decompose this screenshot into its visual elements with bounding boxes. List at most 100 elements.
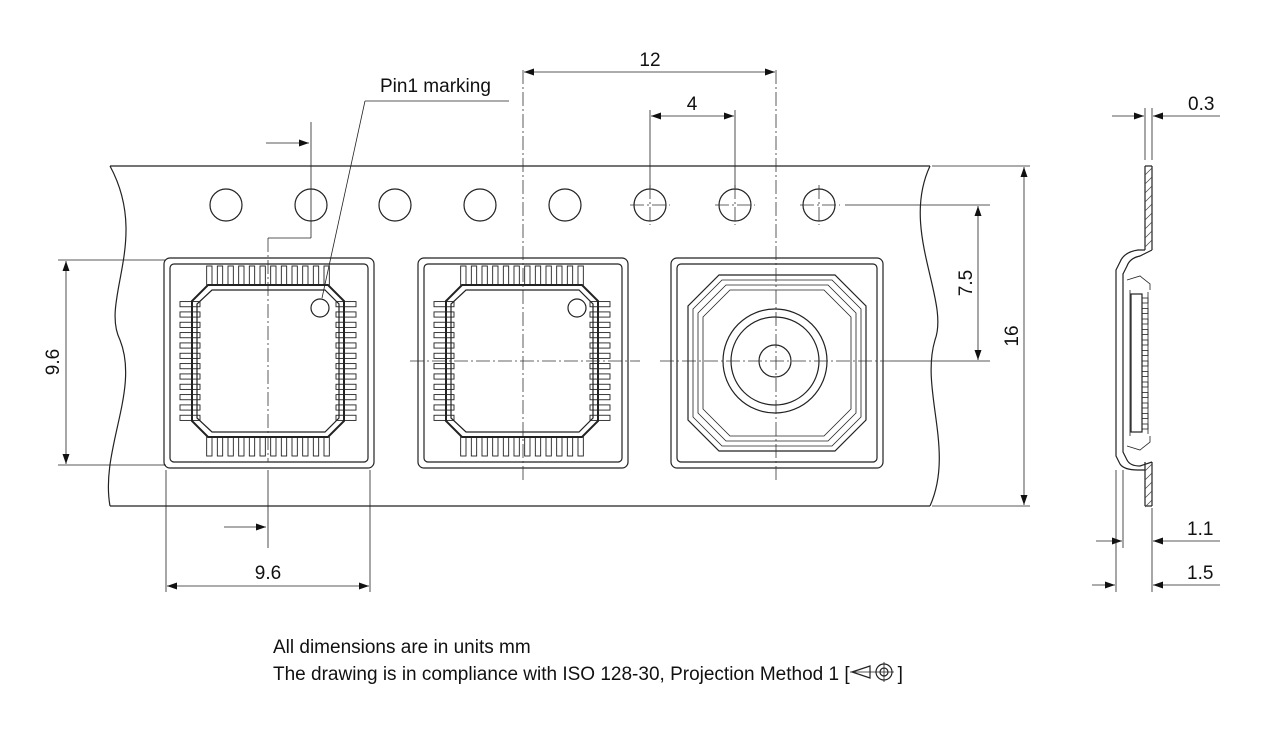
ic-lead: [248, 265, 256, 286]
ic-lead: [270, 265, 277, 286]
ic-lead: [589, 394, 611, 401]
first-angle-projection-icon: [849, 662, 894, 682]
ic-lead: [589, 383, 611, 390]
ic-lead: [179, 301, 201, 308]
ic-lead: [179, 352, 201, 359]
ic-lead: [534, 436, 542, 457]
ic-lead: [335, 404, 357, 411]
hatch-line: [1144, 472, 1153, 481]
ic-lead: [556, 265, 563, 286]
ic-lead: [216, 265, 224, 286]
ic-lead: [335, 373, 357, 380]
side-lead: [1141, 329, 1149, 335]
note-iso-end: ]: [897, 664, 903, 685]
ic-lead: [566, 436, 574, 457]
pin1-marking-dot: [310, 298, 330, 318]
hatch-line: [1144, 194, 1153, 203]
side-lead: [1141, 318, 1149, 325]
center-lines: [267, 70, 890, 480]
ic-lead: [179, 321, 201, 328]
hatch-line: [1144, 176, 1153, 185]
pocket-1: [163, 257, 375, 469]
ic-lead: [179, 363, 201, 370]
ic-lead: [335, 332, 357, 339]
ic-lead: [481, 436, 488, 457]
ic-lead: [216, 436, 224, 457]
ic-lead: [335, 342, 357, 349]
ic-lead: [502, 436, 510, 457]
dim-pocket-height-label: 9.6: [43, 349, 64, 375]
ic-lead: [291, 436, 298, 457]
ic-lead: [179, 404, 201, 411]
hatch-line: [1144, 203, 1153, 212]
dim-pocket-width: 9.6: [165, 470, 371, 592]
ic-lead: [238, 436, 245, 457]
ic-lead: [248, 436, 256, 457]
ic-lead: [335, 311, 357, 318]
hatch-line: [1144, 463, 1153, 472]
ic-lead: [433, 383, 455, 390]
ic-lead: [460, 265, 467, 286]
hatch-line: [1144, 212, 1153, 221]
pocket-2: [417, 257, 629, 469]
dim-hole-to-center-label: 7.5: [956, 270, 977, 296]
dim-outer-depth: 1.5: [1092, 470, 1220, 592]
ic-lead: [589, 404, 611, 411]
side-lead: [1141, 308, 1149, 314]
ic-lead: [335, 414, 357, 421]
ic-lead: [179, 342, 201, 349]
side-lead: [1141, 360, 1149, 367]
ic-lead: [577, 436, 584, 457]
hatch-line: [1144, 167, 1153, 176]
ic-lead: [545, 436, 552, 457]
ic-lead: [545, 265, 552, 286]
ic-lead: [433, 373, 455, 380]
dim-pocket-height: 9.6: [43, 259, 166, 466]
ic-lead: [206, 436, 213, 457]
ic-lead: [291, 265, 298, 286]
ic-lead: [589, 342, 611, 349]
ic-lead: [179, 311, 201, 318]
side-lead: [1141, 392, 1149, 398]
offset-indicators: [224, 122, 312, 548]
ic-lead: [238, 265, 245, 286]
ic-lead: [206, 265, 213, 286]
dim-hole-to-center: 7.5: [845, 204, 990, 362]
ic-lead: [433, 414, 455, 421]
side-lead: [1141, 297, 1149, 304]
ic-lead: [433, 321, 455, 328]
ic-lead: [312, 265, 320, 286]
side-lead: [1141, 371, 1149, 377]
hatch-line: [1144, 221, 1153, 230]
ic-lead: [433, 301, 455, 308]
ic-lead: [513, 265, 520, 286]
ic-lead: [470, 265, 478, 286]
ic-lead: [302, 436, 309, 457]
dim-pocket-width-label: 9.6: [255, 563, 281, 584]
ic-lead: [589, 301, 611, 308]
dim-inner-depth: 1.1: [1096, 470, 1220, 548]
dim-hole-pitch-label: 4: [687, 94, 698, 115]
pin1-callout: Pin1 marking: [321, 76, 509, 299]
carrier-tape: [107, 165, 940, 507]
ic-lead: [589, 311, 611, 318]
ic-lead: [524, 436, 531, 457]
pin1-label: Pin1 marking: [380, 76, 491, 97]
ic-lead: [492, 436, 499, 457]
ic-lead: [534, 265, 542, 286]
ic-lead: [335, 321, 357, 328]
side-view: [1115, 165, 1153, 508]
note-units: All dimensions are in units mm: [273, 637, 531, 658]
hatch-line: [1144, 481, 1153, 490]
ic-lead: [280, 436, 288, 457]
ic-lead: [179, 414, 201, 421]
ic-lead: [524, 265, 531, 286]
ic-lead: [460, 436, 467, 457]
dim-tape-width-label: 16: [1002, 325, 1023, 346]
ic-lead: [433, 352, 455, 359]
ic-lead: [481, 265, 488, 286]
ic-lead: [589, 414, 611, 421]
hatch-line: [1144, 239, 1153, 248]
hatch-line: [1144, 499, 1153, 508]
